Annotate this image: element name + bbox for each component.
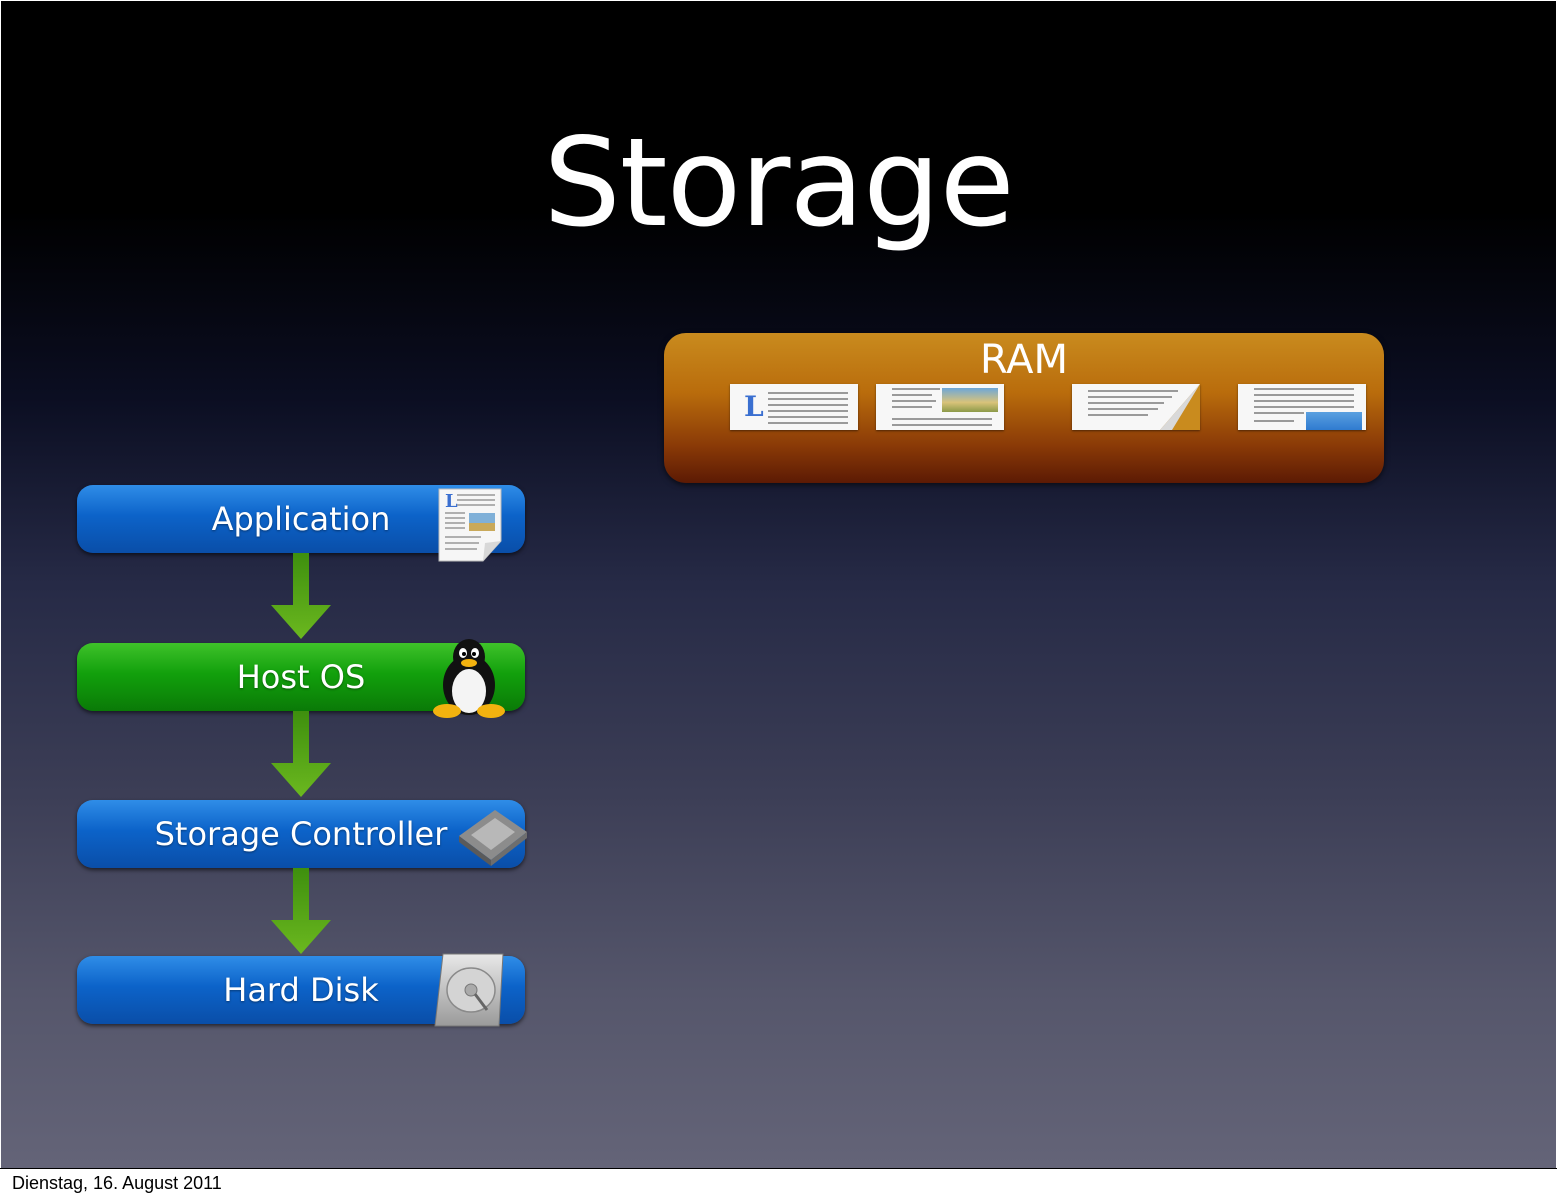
slide: Storage RAM L — [1, 1, 1556, 1168]
ram-box: RAM L — [664, 333, 1384, 483]
application-label: Application — [211, 500, 391, 538]
host-os-layer: Host OS — [77, 639, 525, 718]
arrow-application-to-host — [271, 553, 331, 639]
application-layer: Application L — [77, 485, 525, 562]
hard-disk-icon — [434, 953, 504, 1027]
host-os-label: Host OS — [236, 658, 366, 696]
storage-controller-label: Storage Controller — [154, 815, 448, 853]
arrow-controller-to-disk — [271, 868, 331, 954]
slide-title: Storage — [543, 112, 1014, 254]
storage-controller-layer: Storage Controller — [77, 800, 527, 868]
arrow-host-to-controller — [271, 711, 331, 797]
footer: Dienstag, 16. August 2011 — [0, 1168, 1557, 1200]
document-icon: L — [438, 488, 502, 562]
document-page-3-icon — [1072, 384, 1200, 430]
hard-disk-layer: Hard Disk — [77, 953, 525, 1027]
tux-penguin-icon — [433, 639, 505, 718]
document-page-4-icon — [1238, 384, 1366, 430]
ram-label: RAM — [979, 337, 1069, 383]
hard-disk-label: Hard Disk — [223, 971, 379, 1009]
footer-date: Dienstag, 16. August 2011 — [12, 1173, 222, 1193]
chip-icon — [459, 810, 527, 866]
document-page-2-icon — [876, 384, 1004, 430]
svg-text:L: L — [445, 491, 458, 512]
document-page-1-icon: L — [730, 384, 858, 430]
